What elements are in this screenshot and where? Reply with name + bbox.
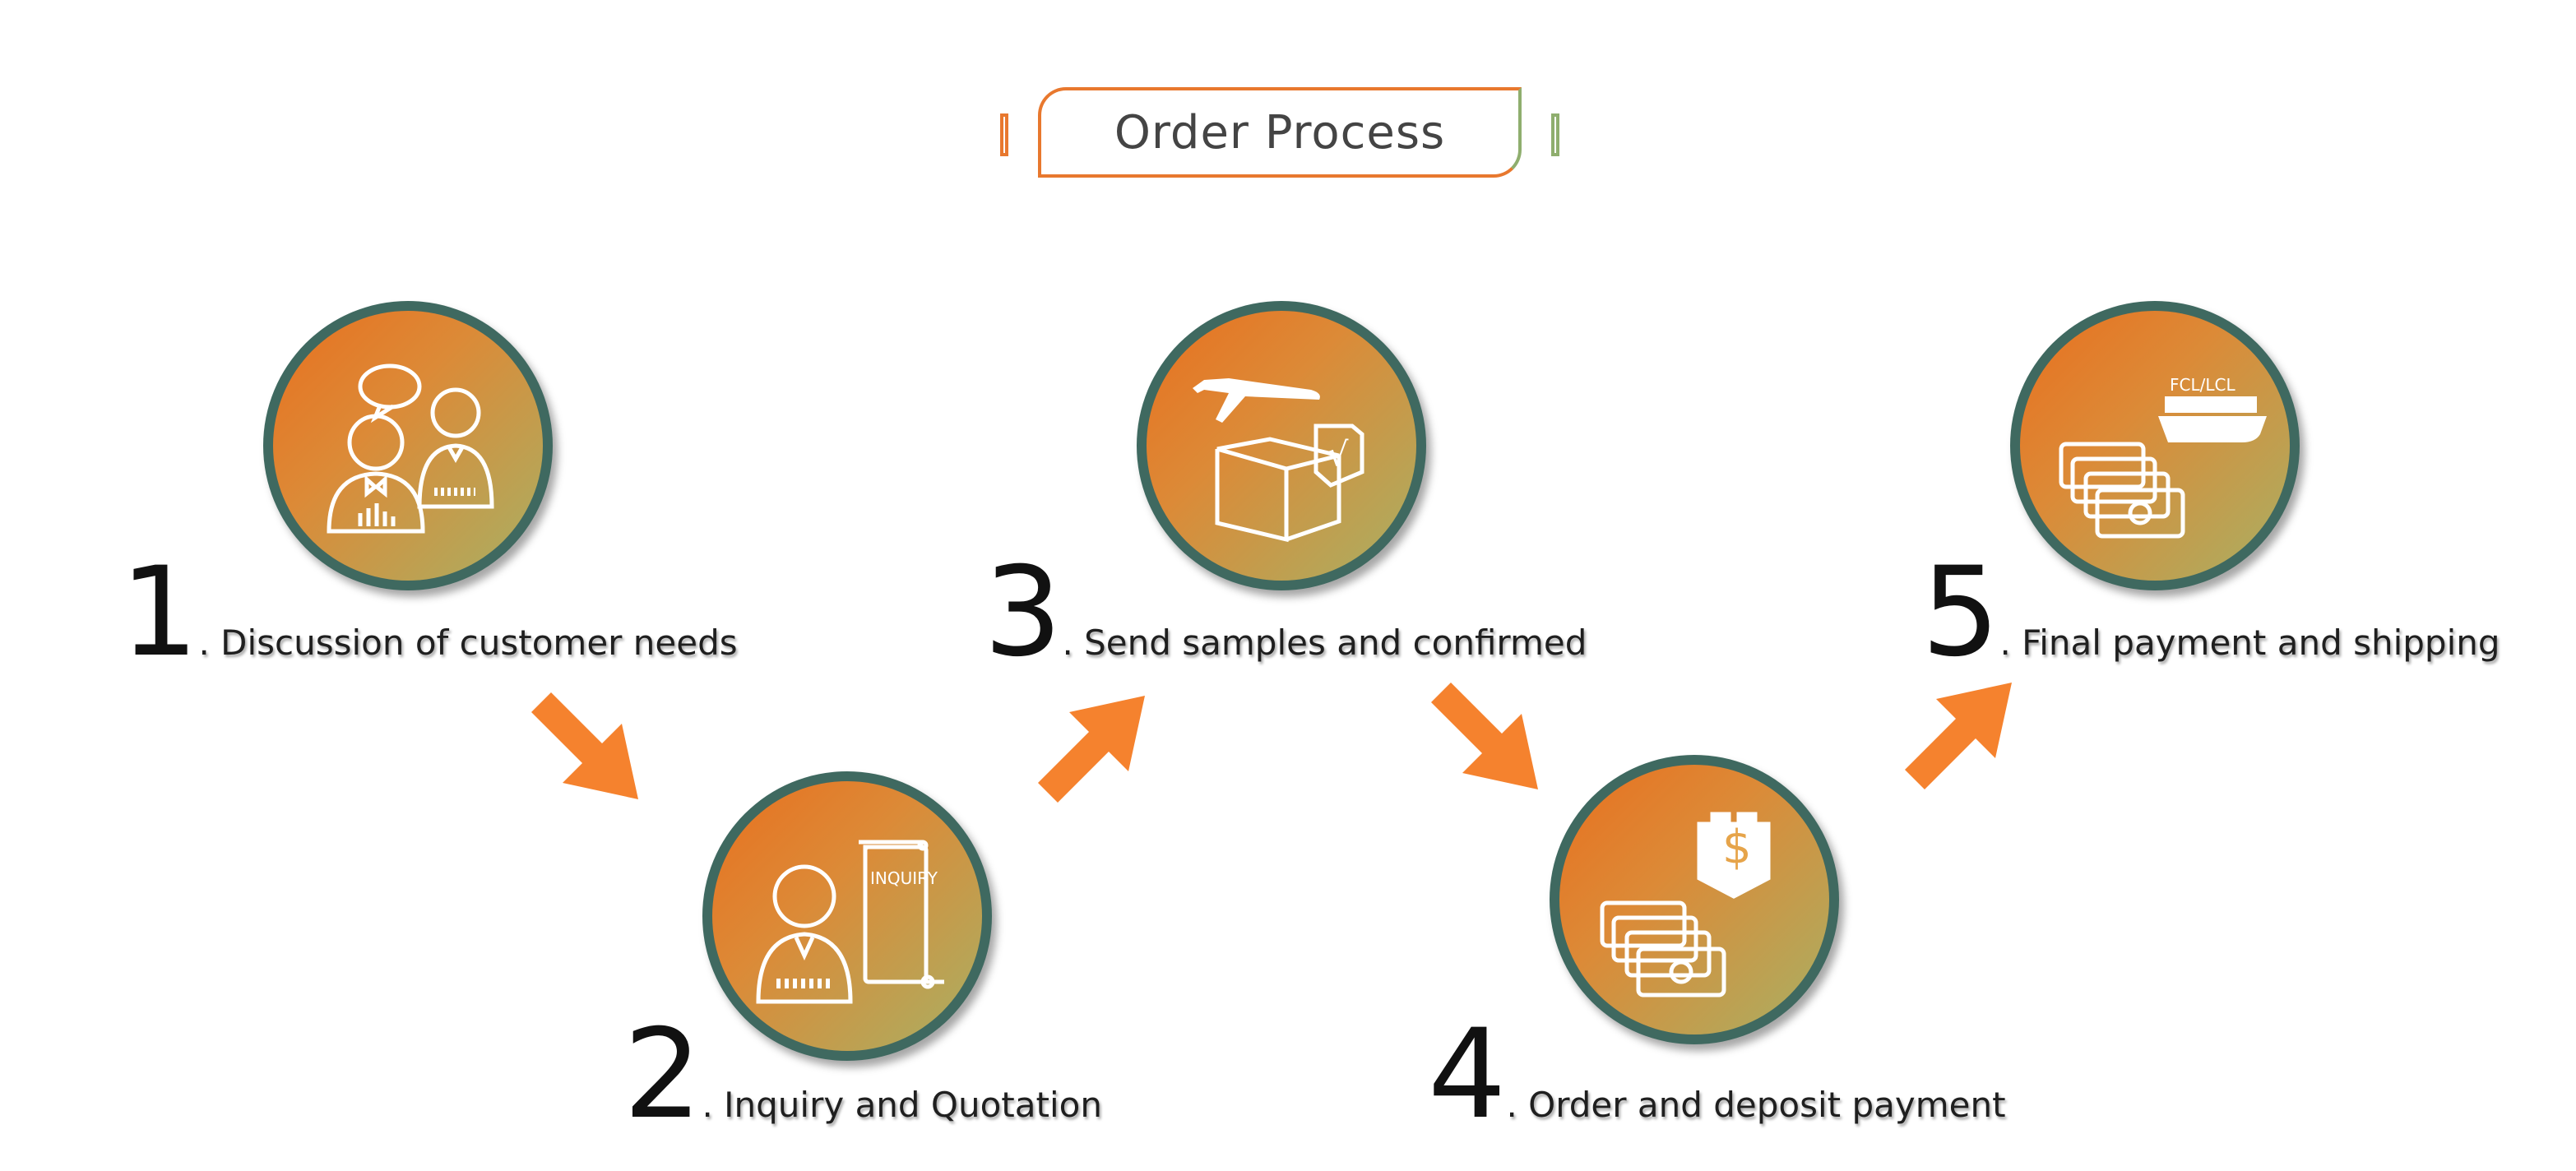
- title-box: Order Process: [1038, 87, 1522, 178]
- title-bracket-left: [1000, 113, 1008, 156]
- step-1-circle: [263, 301, 553, 590]
- deposit-currency-symbol: $: [1722, 821, 1752, 874]
- arrow-up-right-icon: [1038, 696, 1145, 803]
- step-2-label: 2 . Inquiry and Quotation: [623, 1013, 1102, 1136]
- arrow-up-right-icon: [1905, 683, 2012, 789]
- step-1-number: 1: [120, 541, 199, 684]
- step-5-label: 5 . Final payment and shipping: [1921, 551, 2500, 674]
- step-4-label: 4 . Order and deposit payment: [1428, 1013, 2006, 1136]
- step-3-circle: √: [1137, 301, 1426, 590]
- step-3-text: . Send samples and confirmed: [1062, 623, 1587, 663]
- step-3-label: 3 . Send samples and confirmed: [984, 551, 1587, 674]
- page-title: Order Process: [1114, 105, 1446, 160]
- step-5-text: . Final payment and shipping: [1999, 623, 2500, 663]
- step-1-label: 1 . Discussion of customer needs: [120, 551, 738, 674]
- step-4-number: 4: [1428, 1003, 1507, 1146]
- inquiry-icon: [756, 840, 944, 1004]
- meeting-icon: [327, 363, 494, 534]
- step-4-text: . Order and deposit payment: [1506, 1085, 2006, 1125]
- arrow-down-right-icon: [1431, 683, 1538, 789]
- step-4-circle: $: [1550, 755, 1839, 1044]
- step-2-circle: INQUIRY: [702, 771, 992, 1061]
- step-5-circle: FCL/LCL: [2010, 301, 2300, 590]
- step-2-number: 2: [623, 1003, 702, 1146]
- svg-text:√: √: [1327, 436, 1349, 474]
- ship-payment-icon: [2059, 396, 2267, 539]
- inquiry-doc-label: INQUIRY: [870, 868, 938, 888]
- shipping-sample-icon: √: [1193, 378, 1364, 543]
- step-3-number: 3: [984, 541, 1063, 684]
- title-bracket-right: [1551, 113, 1559, 156]
- ship-label: FCL/LCL: [2170, 375, 2235, 395]
- deposit-payment-icon: [1600, 812, 1771, 997]
- step-2-text: . Inquiry and Quotation: [702, 1085, 1102, 1125]
- step-1-text: . Discussion of customer needs: [198, 623, 738, 663]
- step-5-number: 5: [1921, 541, 2000, 684]
- arrow-down-right-icon: [531, 692, 638, 799]
